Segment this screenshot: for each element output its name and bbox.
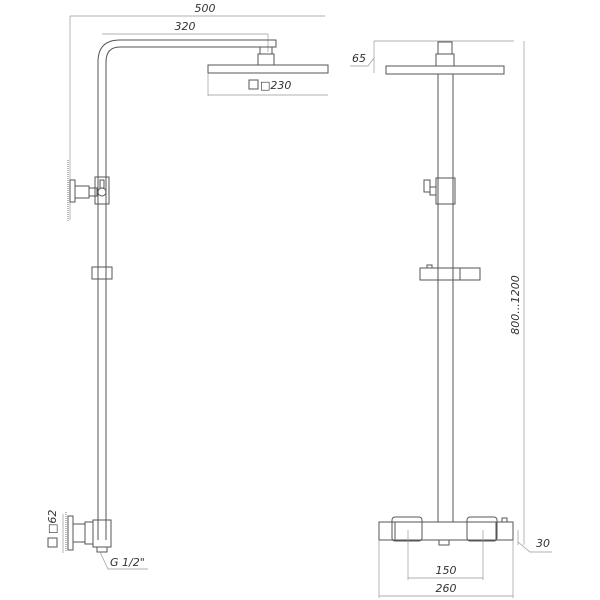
shower-arm-and-riser: [97, 39, 277, 540]
square-symbol-icon: [47, 537, 58, 548]
shower-head-front: [385, 65, 505, 75]
dim-inlet-spacing: 150: [436, 564, 457, 577]
slider-holder: [91, 266, 113, 280]
thermostatic-mixer: [378, 521, 514, 541]
dim-thread: G 1/2": [110, 556, 145, 569]
square-symbol-icon: [248, 79, 259, 90]
dim-height-range: 800...1200: [509, 275, 522, 334]
mixer-side: [92, 519, 112, 548]
slider-front: [419, 267, 461, 281]
diverter-valve: [94, 176, 110, 205]
dim-head-thickness: 65: [352, 52, 366, 65]
side-view: 500 320 □230 □62: [46, 2, 329, 570]
shower-head-side: [207, 64, 329, 74]
dim-flange-size: □62: [46, 510, 59, 534]
dim-mixer-width: 260: [436, 582, 457, 595]
dim-head-size: □230: [260, 79, 291, 92]
dim-arm-length: 320: [175, 20, 196, 33]
dim-overall-width: 500: [195, 2, 216, 15]
diverter-front: [435, 177, 456, 205]
dim-mixer-depth: 30: [536, 537, 550, 550]
front-view: 65 800...1200 30 150: [350, 40, 552, 598]
